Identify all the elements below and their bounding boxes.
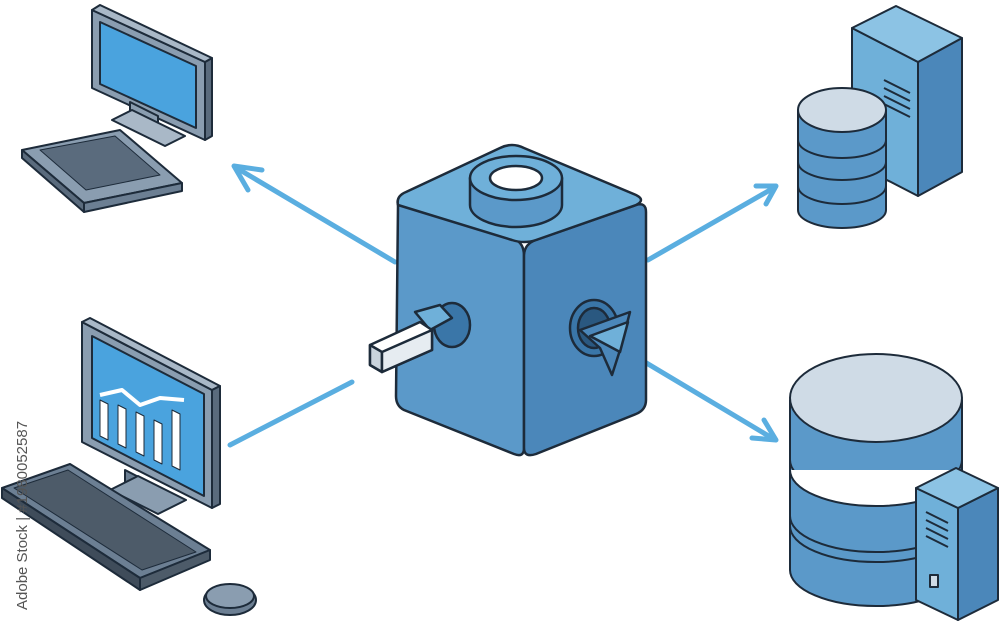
top-port-cylinder: [468, 154, 564, 229]
desktop-computer-chart-bottom-left: [1, 317, 257, 616]
mouse: [203, 583, 257, 616]
keyboard: [21, 129, 183, 213]
left-port: [368, 301, 472, 374]
keyboard: [1, 463, 211, 591]
monitor: [91, 4, 213, 147]
watermark-text: Adobe Stock | #1980052587: [14, 420, 31, 610]
monitor: [81, 317, 221, 515]
arrow-to-top-left-computer: [231, 163, 398, 265]
right-port: [568, 298, 632, 377]
screen: [99, 21, 197, 129]
desktop-computer-top-left: [21, 4, 213, 213]
bar-chart-icon: [99, 388, 185, 471]
central-hub-cube: [368, 143, 648, 457]
arrow-to-top-right-database: [645, 183, 779, 263]
line-from-bottom-left-computer: [227, 379, 355, 448]
database-cylinder: [797, 87, 887, 229]
server-tower: [915, 467, 999, 621]
database-server-top-right: [797, 5, 963, 229]
stock-watermark: Adobe Stock | #1980052587: [14, 350, 36, 610]
database-server-bottom-right: [789, 353, 999, 621]
